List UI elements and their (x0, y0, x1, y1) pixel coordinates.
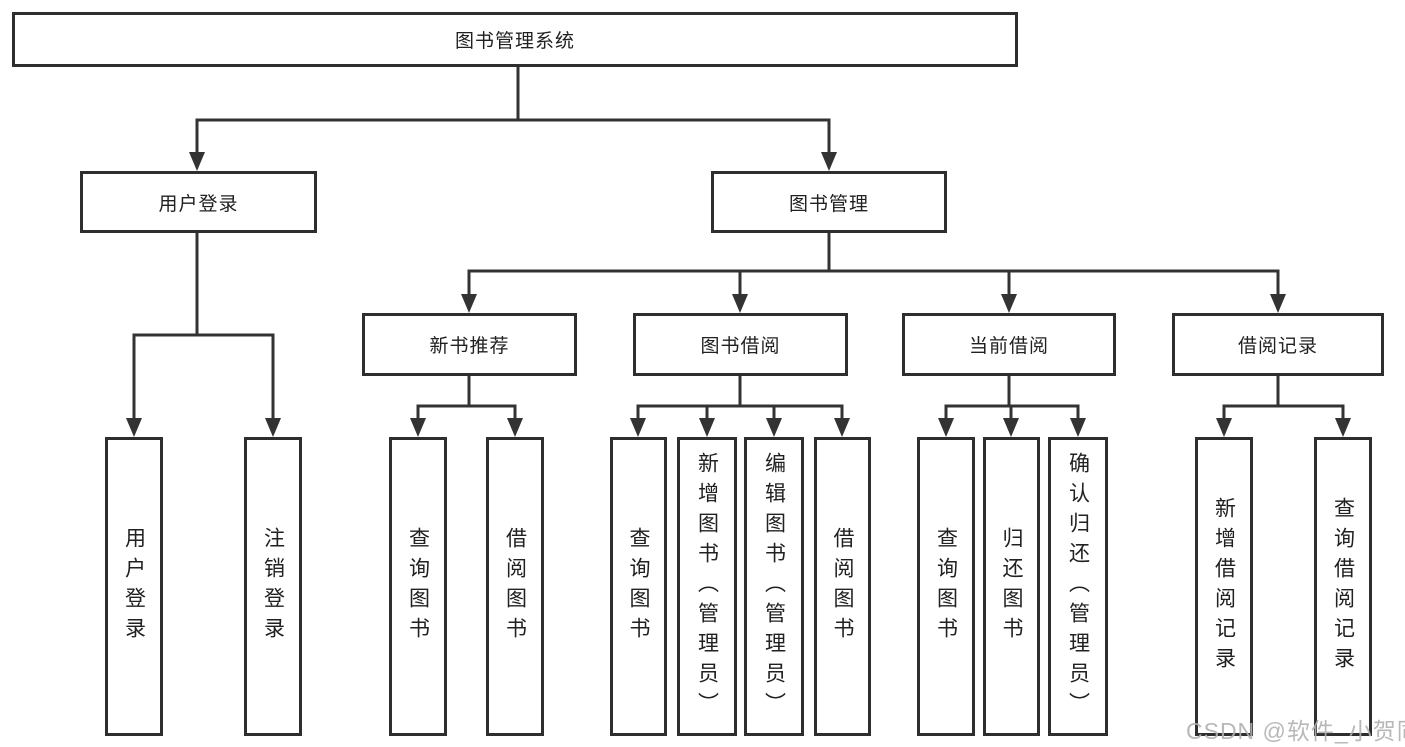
node-label: 图书管理系统 (454, 31, 575, 52)
node-label: 查询借阅记录 (1331, 496, 1355, 677)
node-logout-action: 注销登录 (244, 437, 302, 736)
node-label: 查询图书 (934, 526, 958, 647)
csdn-watermark: CSDN @软件_小贺同学 (1186, 718, 1405, 744)
node-query-books-newbook: 查询图书 (389, 437, 447, 736)
node-label: 编辑图书（管理员） (762, 451, 786, 722)
node-new-book-recommend: 新书推荐 (362, 313, 577, 376)
node-label: 用户登录 (158, 193, 239, 215)
node-book-management: 图书管理 (711, 171, 947, 233)
node-label: 新增借阅记录 (1212, 496, 1236, 677)
node-label: 新增图书（管理员） (695, 451, 719, 722)
node-book-borrowing: 图书借阅 (633, 313, 848, 376)
node-label: 新书推荐 (429, 336, 510, 357)
node-label: 图书管理 (788, 193, 869, 215)
node-label: 注销登录 (261, 526, 285, 647)
node-query-books-borrow: 查询图书 (610, 437, 667, 736)
node-current-borrowing: 当前借阅 (902, 313, 1116, 376)
node-label: 借阅图书 (503, 526, 527, 647)
node-borrow-records: 借阅记录 (1172, 313, 1384, 376)
node-return-books: 归还图书 (983, 437, 1040, 736)
node-query-borrow-record: 查询借阅记录 (1314, 437, 1372, 736)
node-add-borrow-record: 新增借阅记录 (1195, 437, 1253, 736)
node-label: 借阅图书 (831, 526, 854, 647)
node-label: 借阅记录 (1237, 336, 1318, 357)
node-label: 查询图书 (627, 526, 650, 647)
node-label: 确认归还（管理员） (1066, 451, 1090, 722)
node-user-login-action: 用户登录 (105, 437, 163, 736)
node-borrow-books: 借阅图书 (814, 437, 871, 736)
node-label: 当前借阅 (968, 336, 1049, 357)
node-label: 归还图书 (1000, 526, 1023, 647)
node-confirm-return-admin: 确认归还（管理员） (1048, 437, 1108, 736)
node-query-books-current: 查询图书 (917, 437, 975, 736)
node-add-books-admin: 新增图书（管理员） (677, 437, 737, 736)
node-edit-books-admin: 编辑图书（管理员） (744, 437, 804, 736)
node-user-login: 用户登录 (80, 171, 317, 233)
node-label: 查询图书 (406, 526, 430, 647)
node-root-system: 图书管理系统 (12, 12, 1018, 67)
node-label: 用户登录 (122, 526, 146, 647)
node-label: 图书借阅 (700, 336, 781, 357)
node-borrow-books-newbook: 借阅图书 (486, 437, 544, 736)
